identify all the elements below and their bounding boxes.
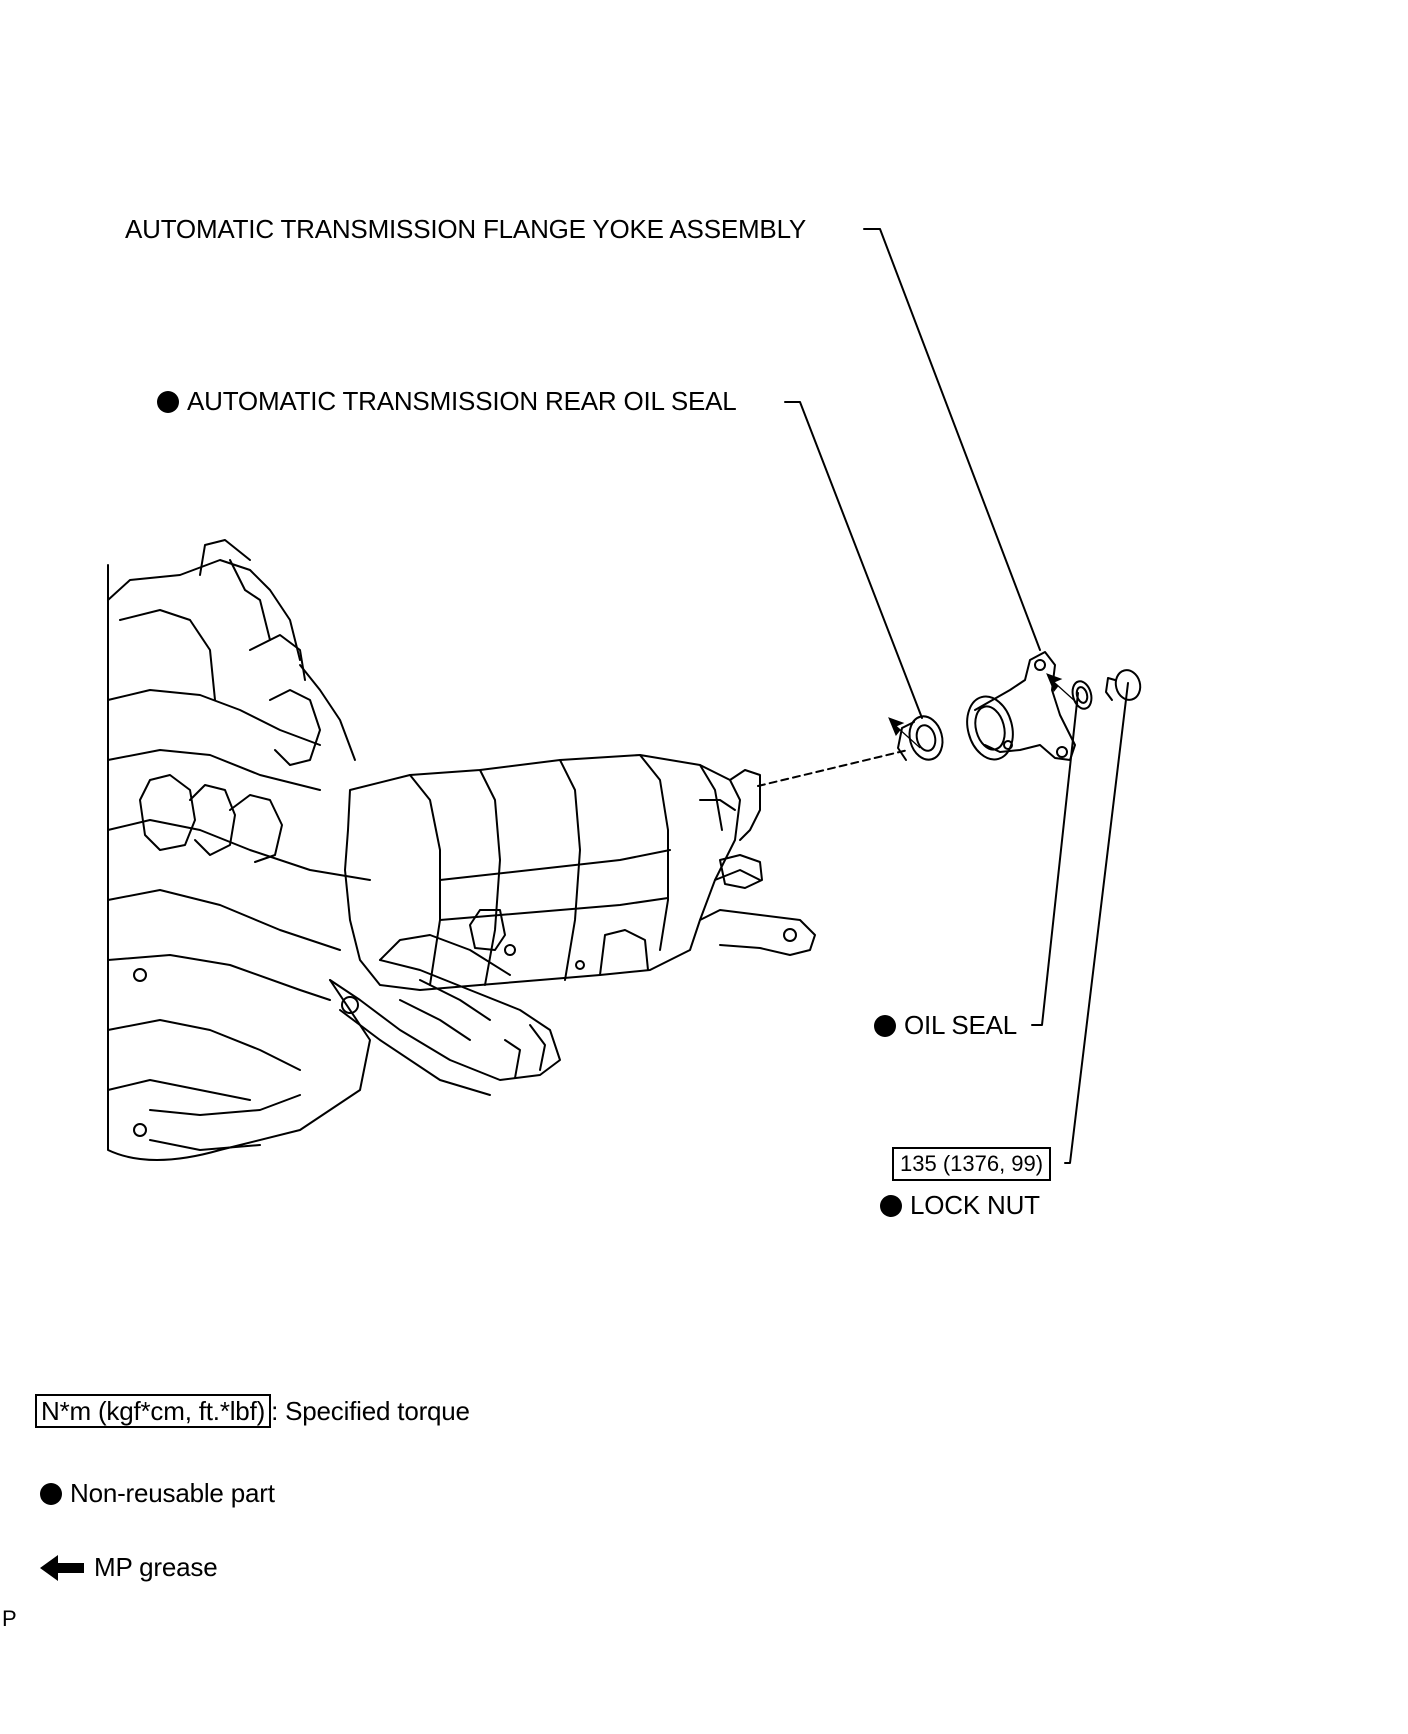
legend-torque-unit-box: N*m (kgf*cm, ft.*lbf) xyxy=(35,1394,272,1428)
legend-non-reusable: Non-reusable part xyxy=(40,1478,275,1508)
torque-value-box: 135 (1376, 99) xyxy=(892,1147,1052,1181)
lock-nut-part xyxy=(1105,669,1142,701)
grease-arrow-oil-seal-icon xyxy=(1046,673,1079,705)
non-reusable-icon xyxy=(157,391,179,413)
legend-torque: N*m (kgf*cm, ft.*lbf): Specified torque xyxy=(35,1394,470,1428)
flange-yoke-part xyxy=(966,651,1076,761)
small-oil-seal-part xyxy=(1071,680,1093,710)
leader-lines xyxy=(757,228,1129,1164)
transmission-case xyxy=(344,754,816,991)
corner-mark: P xyxy=(2,1606,17,1631)
non-reusable-icon xyxy=(874,1015,896,1037)
legend-torque-text: : Specified torque xyxy=(271,1396,470,1426)
label-oil-seal: OIL SEAL xyxy=(874,1010,1017,1040)
label-lock-nut: LOCK NUT xyxy=(880,1190,1040,1220)
left-arrow-icon xyxy=(40,1555,84,1581)
engine-block xyxy=(107,539,371,1161)
non-reusable-icon xyxy=(880,1195,902,1217)
label-rear-oil-seal: AUTOMATIC TRANSMISSION REAR OIL SEAL xyxy=(157,386,737,416)
filled-circle-icon xyxy=(40,1483,62,1505)
legend-grease: MP grease xyxy=(40,1552,218,1582)
grease-arrow-rear-seal-icon xyxy=(888,717,921,749)
rear-oil-seal-part xyxy=(897,715,944,761)
label-flange-yoke: AUTOMATIC TRANSMISSION FLANGE YOKE ASSEM… xyxy=(125,214,807,244)
